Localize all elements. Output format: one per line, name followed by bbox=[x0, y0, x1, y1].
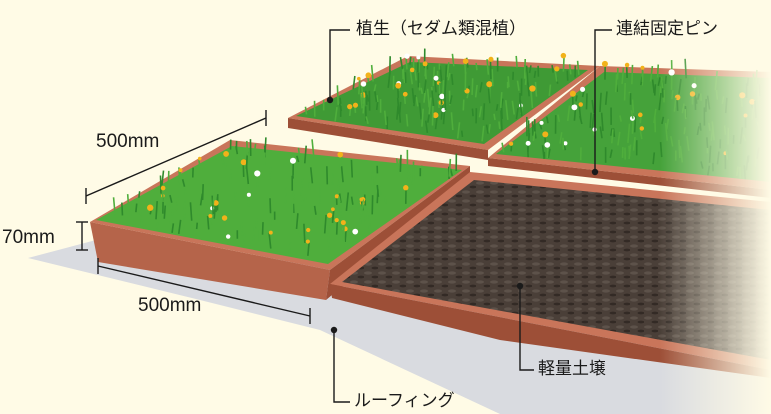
dimension-lines bbox=[76, 110, 311, 324]
leader-lines bbox=[329, 29, 612, 403]
roofing-sheet bbox=[28, 240, 771, 414]
leader-fixing-pin bbox=[594, 29, 612, 172]
leader-roofing bbox=[333, 330, 350, 403]
leader-vegetation bbox=[329, 29, 350, 100]
dimension-width-top: 500mm bbox=[96, 131, 160, 152]
dimension-height: 70mm bbox=[2, 227, 55, 248]
leader-dots bbox=[326, 96, 599, 334]
dim-line-bottom bbox=[97, 265, 311, 317]
label-vegetation: 植生（セダム類混植） bbox=[356, 19, 526, 39]
dimension-width-bottom: 500mm bbox=[138, 295, 202, 316]
dim-line-top bbox=[85, 117, 267, 197]
leader-soil bbox=[519, 286, 534, 371]
label-roofing: ルーフィング bbox=[354, 391, 455, 411]
label-fixing-pin: 連結固定ピン bbox=[616, 19, 718, 39]
label-lightweight-soil: 軽量土壌 bbox=[538, 359, 606, 379]
